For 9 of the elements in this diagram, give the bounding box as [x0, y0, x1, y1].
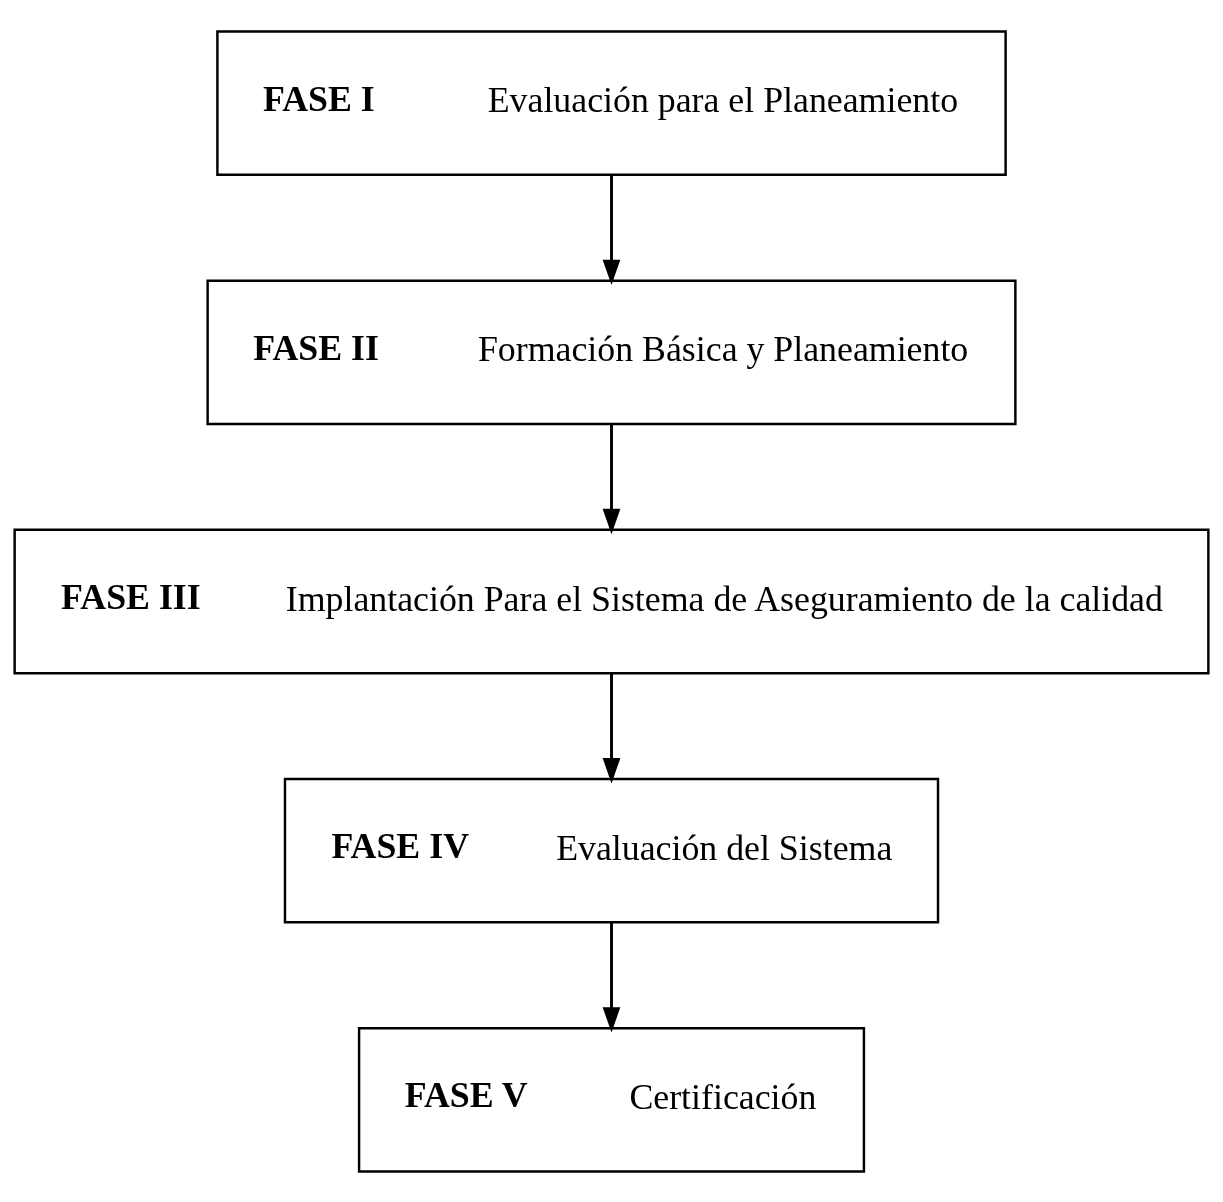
node-box: FASE III Implantación Para el Sistema de Aseguramiento de la calidad — [13, 528, 1210, 674]
arrow — [602, 174, 621, 285]
node-box: FASE V Certificación — [357, 1026, 866, 1173]
node-box: FASE I Evaluación para el Planeamiento — [216, 29, 1007, 176]
node-box: FASE II Formación Básica y Planeamiento — [206, 278, 1017, 425]
arrow — [602, 673, 621, 783]
arrow — [602, 423, 621, 534]
node-box: FASE IV Evaluación del Sistema — [283, 777, 940, 924]
arrow — [602, 922, 621, 1033]
